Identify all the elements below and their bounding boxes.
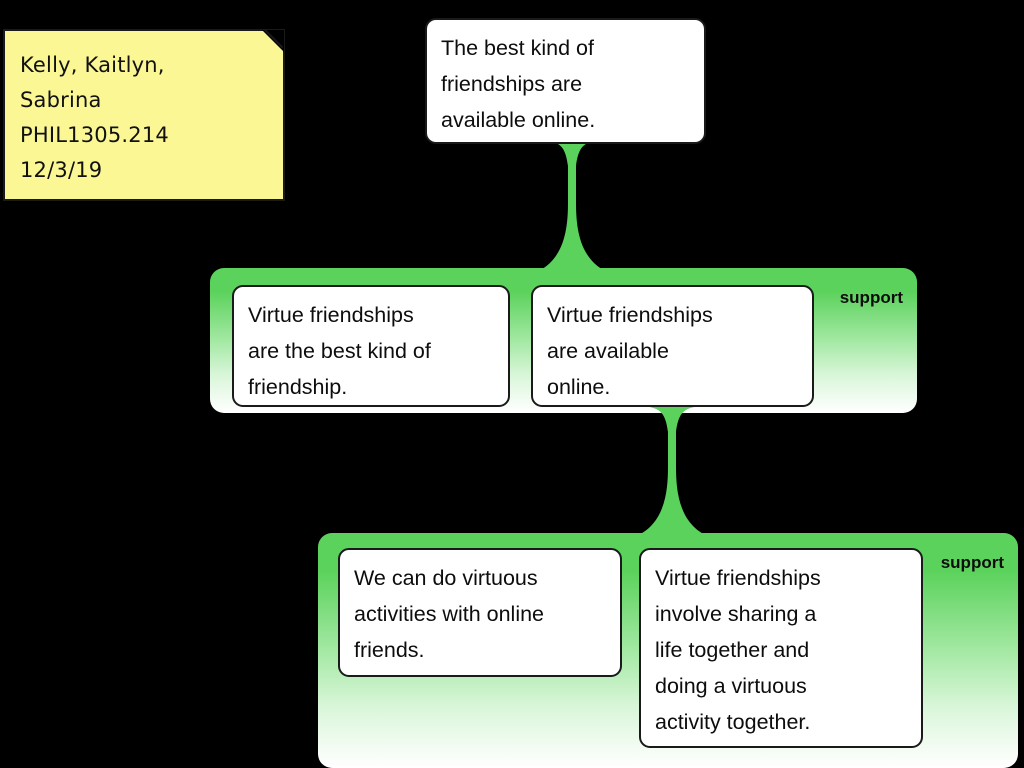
sticky-note-fold-edge-icon — [253, 30, 284, 61]
connector-premise2-to-group2 — [632, 406, 712, 538]
sticky-note[interactable]: Kelly, Kaitlyn, Sabrina PHIL1305.214 12/… — [3, 29, 285, 201]
connector-claim-to-group1 — [532, 140, 612, 274]
premise-text-3: We can do virtuous activities with onlin… — [354, 566, 545, 662]
premise-box-4[interactable]: Virtue friendships involve sharing a lif… — [639, 548, 923, 748]
claim-text: The best kind of friendships are availab… — [441, 36, 596, 132]
premise-text-1: Virtue friendships are the best kind of … — [248, 303, 431, 399]
sticky-note-text: Kelly, Kaitlyn, Sabrina PHIL1305.214 12/… — [20, 53, 169, 182]
premise-box-2[interactable]: Virtue friendships are available online. — [531, 285, 814, 407]
premise-text-4: Virtue friendships involve sharing a lif… — [655, 566, 821, 734]
support-group-2-label: support — [940, 553, 1004, 572]
claim-box[interactable]: The best kind of friendships are availab… — [425, 18, 706, 144]
support-group-1-label: support — [839, 288, 903, 307]
premise-box-1[interactable]: Virtue friendships are the best kind of … — [232, 285, 510, 407]
premise-text-2: Virtue friendships are available online. — [547, 303, 713, 399]
premise-box-3[interactable]: We can do virtuous activities with onlin… — [338, 548, 622, 677]
